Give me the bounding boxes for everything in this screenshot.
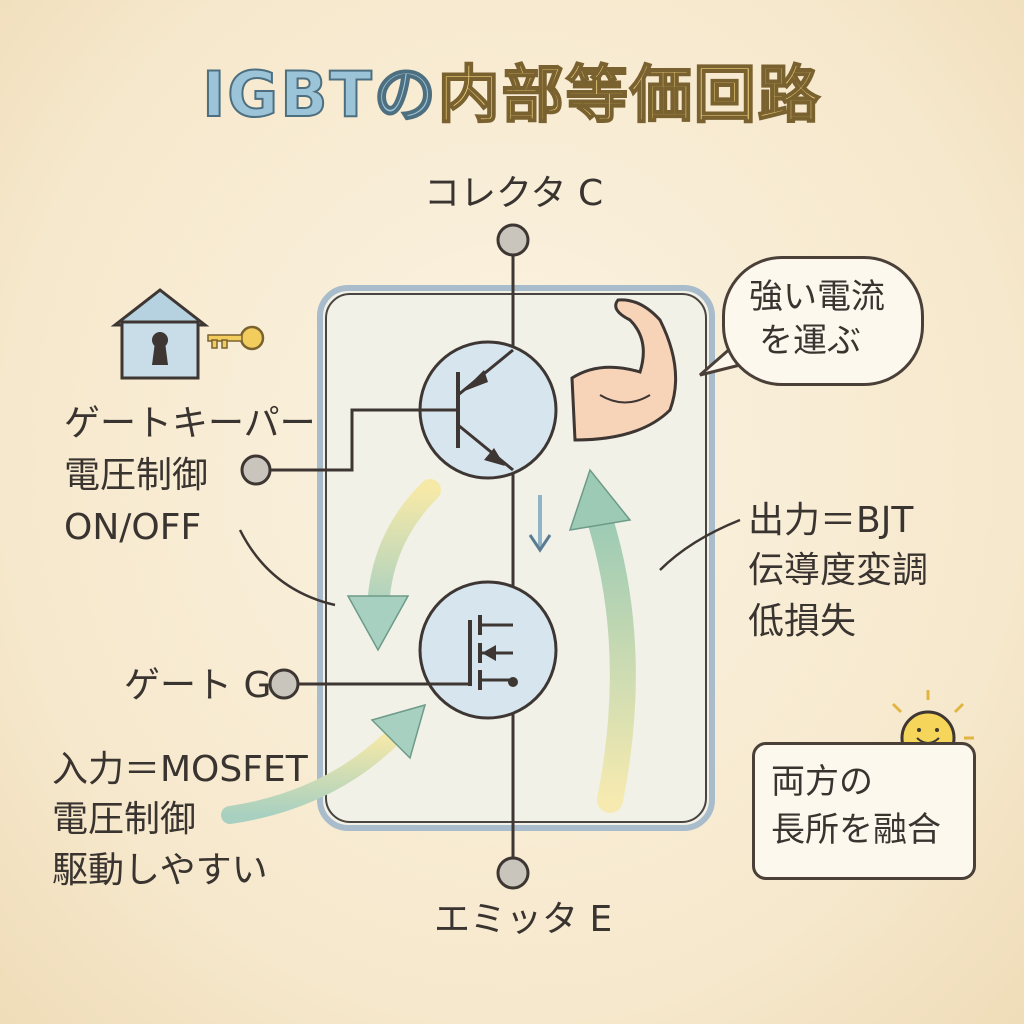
emitter-terminal[interactable] <box>496 856 530 890</box>
emitter-label: エミッタ E <box>434 899 613 940</box>
input-arrow-icon <box>221 726 404 824</box>
merge-box: 両方の 長所を融合 <box>752 742 976 880</box>
gatekeeper-text: ゲートキーパー 電圧制御 ON/OFF <box>64 403 316 549</box>
strong-current-bubble: 強い電流 を運ぶ <box>722 256 924 386</box>
left-curved-arrow-icon <box>367 479 441 621</box>
flexed-arm-icon <box>570 298 678 442</box>
output-text: 出力＝BJT 伝導度変調 低損失 <box>748 500 929 642</box>
gate-terminal[interactable] <box>268 668 300 700</box>
gate-label: ゲート G <box>124 665 272 706</box>
collector-label: コレクタ C <box>424 173 604 214</box>
gatekeeper-terminal[interactable] <box>240 454 272 486</box>
house-lock-icon <box>110 288 210 380</box>
input-text: 入力＝MOSFET 電圧制御 駆動しやすい <box>52 749 308 891</box>
page-title: IGBTの内部等価回路 <box>201 57 822 132</box>
right-curved-arrow-icon <box>587 507 636 813</box>
gatekeeper-wire <box>270 408 458 472</box>
key-icon <box>207 325 265 351</box>
collector-terminal[interactable] <box>496 223 530 257</box>
